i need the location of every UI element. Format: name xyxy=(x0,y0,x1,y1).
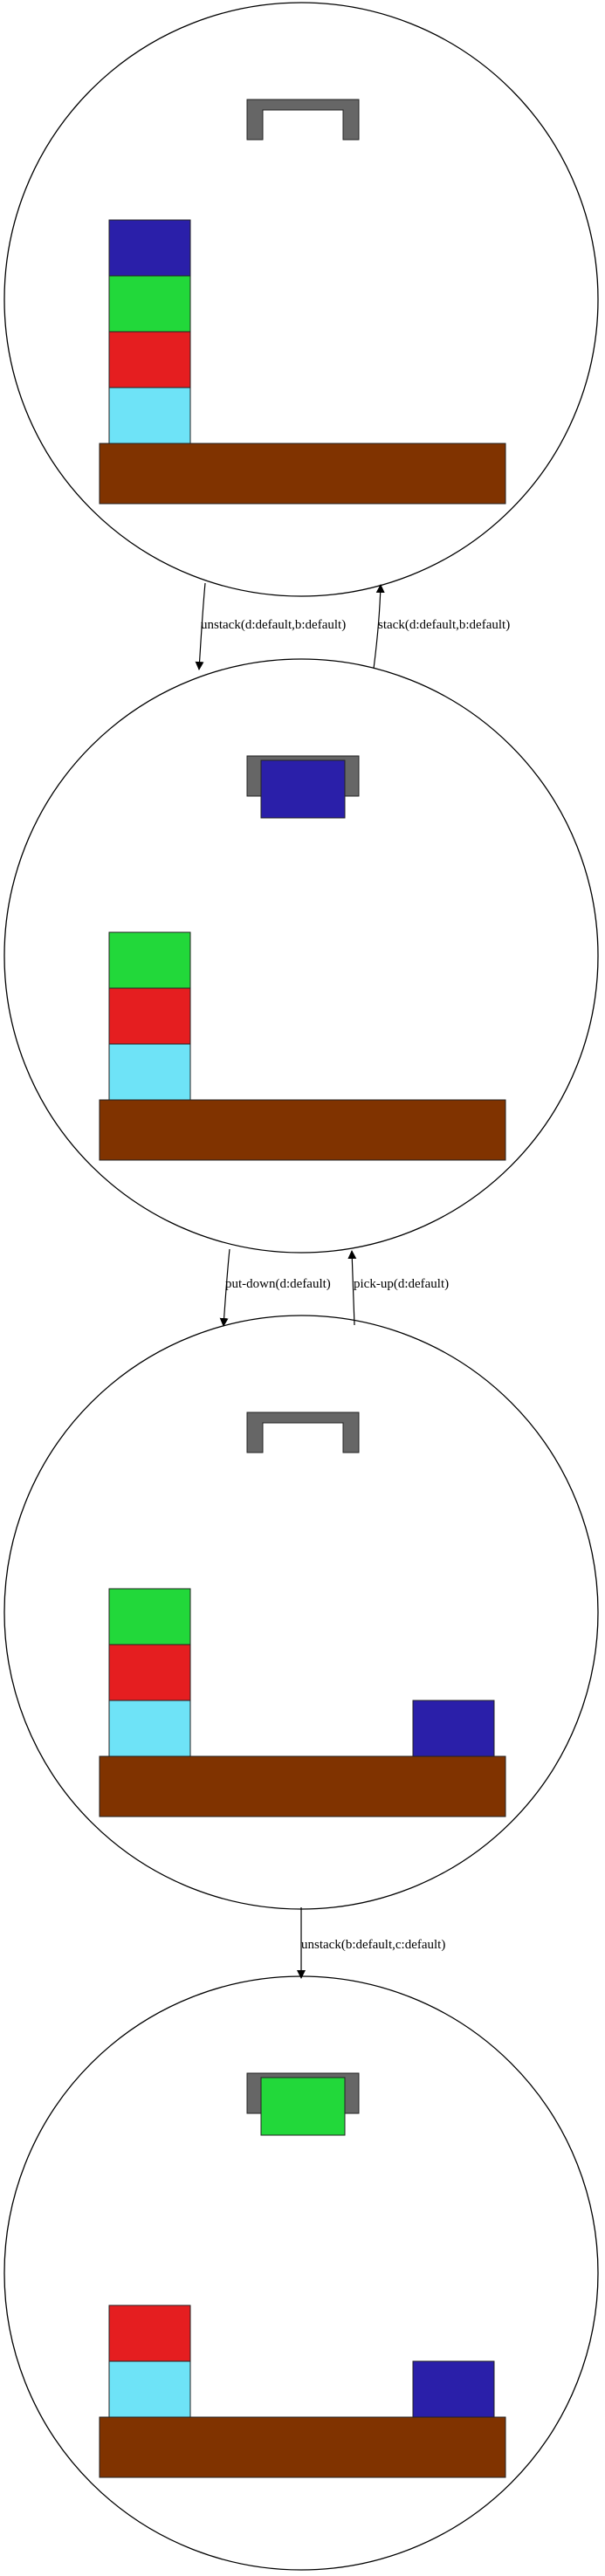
held-block-blue xyxy=(260,759,346,819)
block-red xyxy=(108,1644,191,1701)
state-node-2 xyxy=(3,1315,599,1910)
block-red xyxy=(108,331,191,388)
gripper-icon xyxy=(246,1412,360,1453)
edge-1-2: put-down(d:default) xyxy=(219,1248,331,1327)
state-circle xyxy=(3,1315,599,1910)
block-red xyxy=(108,2305,191,2362)
gripper-icon xyxy=(246,99,360,141)
edges-layer: unstack(d:default,b:default) stack(d:defa… xyxy=(195,582,510,1979)
state-circle xyxy=(3,658,599,1254)
state-node-1 xyxy=(3,658,599,1254)
edge-2-1: pick-up(d:default) xyxy=(347,1250,449,1326)
edge-arrow xyxy=(195,582,206,670)
block-blue xyxy=(412,2360,495,2418)
edge-arrow xyxy=(373,584,385,670)
edge-label: put-down(d:default) xyxy=(225,1277,331,1291)
edge-1-0: stack(d:default,b:default) xyxy=(373,584,510,670)
state-circle xyxy=(3,1975,599,2571)
block-cyan xyxy=(108,1700,191,1757)
edge-label: stack(d:default,b:default) xyxy=(378,618,510,632)
block-blue xyxy=(108,219,191,277)
state-node-0 xyxy=(3,2,599,597)
table xyxy=(99,443,506,505)
table xyxy=(99,1755,506,1817)
block-green xyxy=(108,275,191,333)
table xyxy=(99,2416,506,2478)
block-blue xyxy=(412,1700,495,1757)
block-red xyxy=(108,987,191,1045)
edge-arrow xyxy=(347,1250,357,1326)
edge-arrow xyxy=(219,1248,230,1327)
edge-label: pick-up(d:default) xyxy=(354,1277,449,1291)
edge-label: unstack(d:default,b:default) xyxy=(201,618,346,632)
edge-2-3: unstack(b:default,c:default) xyxy=(297,1907,445,1979)
block-cyan xyxy=(108,1043,191,1101)
block-cyan xyxy=(108,2360,191,2418)
edge-0-1: unstack(d:default,b:default) xyxy=(195,582,346,670)
block-cyan xyxy=(108,387,191,444)
block-green xyxy=(108,931,191,989)
state-circle xyxy=(3,2,599,597)
held-block-green xyxy=(260,2077,346,2136)
table xyxy=(99,1099,506,1161)
nodes-layer xyxy=(3,2,599,2571)
edge-label: unstack(b:default,c:default) xyxy=(301,1938,445,1952)
state-node-3 xyxy=(3,1975,599,2571)
block-green xyxy=(108,1588,191,1645)
